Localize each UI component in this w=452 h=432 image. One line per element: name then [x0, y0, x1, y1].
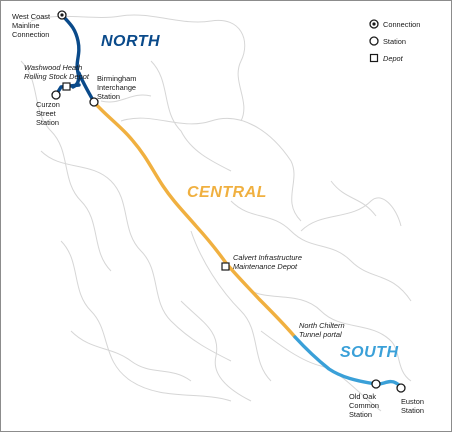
old-oak-label: Old Oak Common Station [349, 392, 381, 419]
legend-station-label: Station [383, 37, 406, 46]
legend-connection-icon [369, 19, 379, 29]
chiltern-label: North Chiltern Tunnel portal [299, 321, 347, 339]
calvert-depot-marker [221, 262, 230, 271]
washwood-label: Washwood Heath Rolling Stock Depot [24, 63, 90, 81]
region-central-label: CENTRAL [187, 184, 267, 201]
legend: Connection Station Depot [369, 19, 420, 63]
birmingham-label: Birmingham Interchange Station [97, 74, 139, 101]
legend-depot-label: Depot [383, 54, 404, 63]
euston-station-marker [396, 383, 406, 393]
west-coast-label: West Coast Mainline Connection [12, 12, 52, 39]
legend-depot-icon [369, 53, 379, 63]
west-coast-connection-marker [57, 10, 67, 20]
region-north-label: NORTH [101, 33, 160, 50]
legend-station-icon [369, 36, 379, 46]
washwood-depot-marker [62, 82, 71, 91]
birmingham-station-marker [89, 97, 99, 107]
route-north [54, 13, 96, 104]
legend-connection-label: Connection [383, 20, 420, 29]
region-south-label: SOUTH [340, 344, 399, 361]
calvert-label: Calvert Infrastructure Maintenance Depot [233, 253, 304, 271]
euston-label: Euston Station [401, 397, 426, 415]
curzon-station-marker [51, 90, 61, 100]
curzon-label: Curzon Street Station [36, 100, 62, 127]
boundary-lines [20, 14, 412, 412]
route-central [92, 100, 297, 339]
old-oak-station-marker [371, 379, 381, 389]
